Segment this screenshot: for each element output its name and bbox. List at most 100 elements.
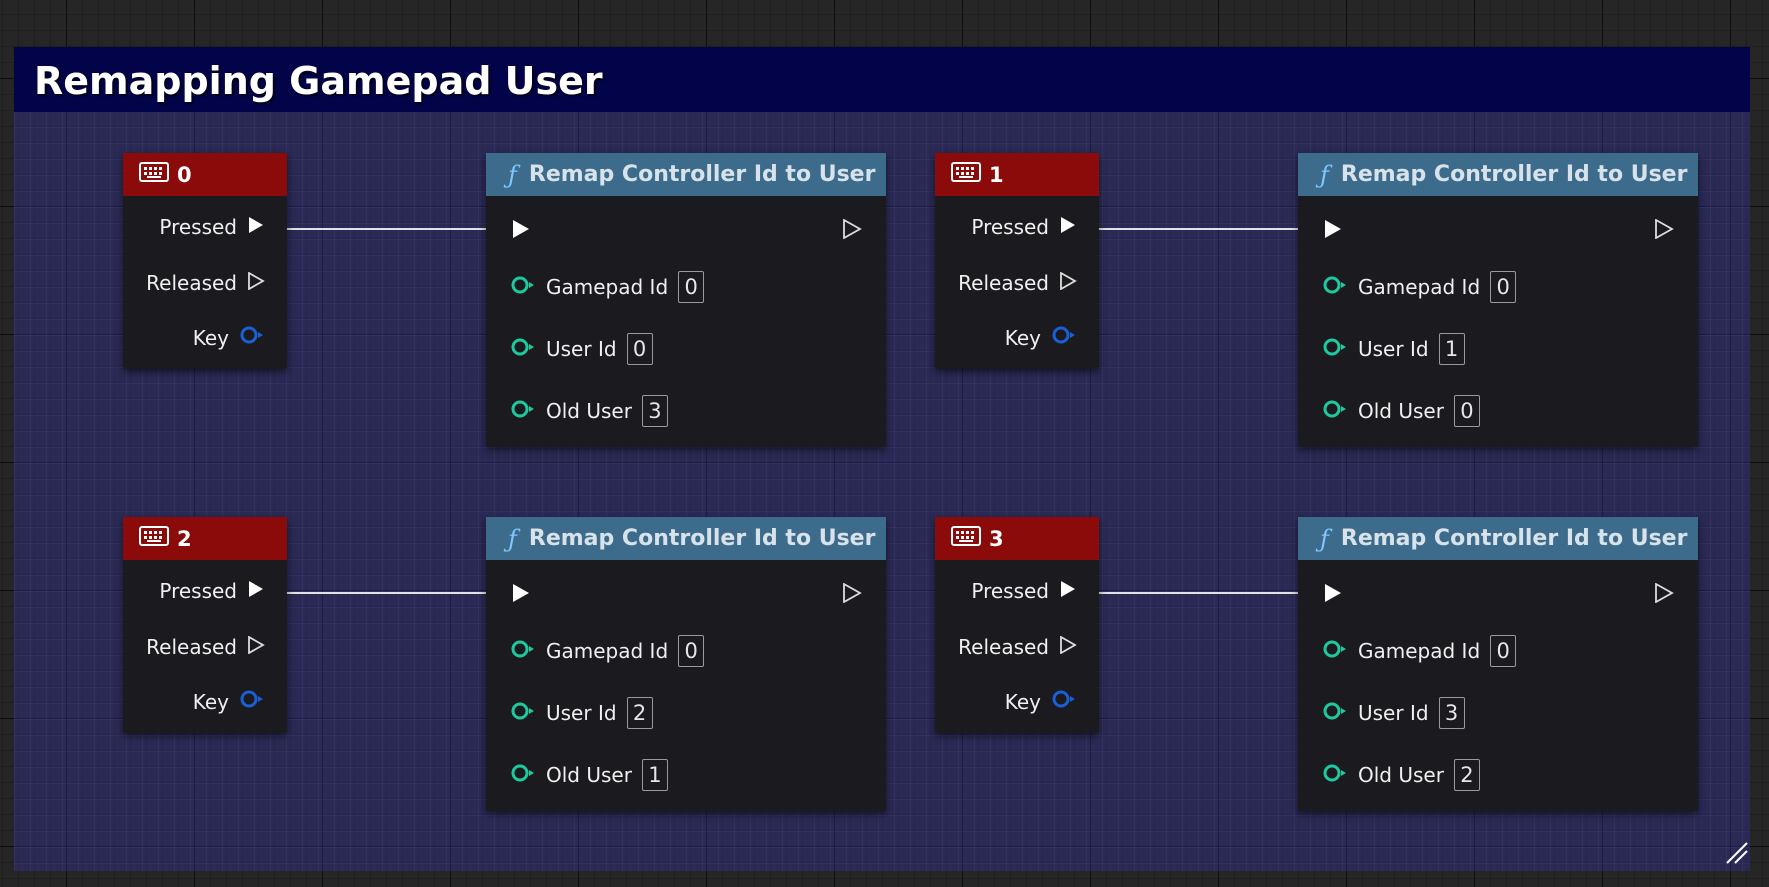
int-input[interactable]: 1 <box>641 759 668 791</box>
released-pin[interactable]: Released <box>958 271 1077 295</box>
pressed-pin[interactable]: Pressed <box>159 579 265 603</box>
int-pin-icon[interactable] <box>1322 701 1348 726</box>
gamepad-id-pin[interactable]: Gamepad Id 0 <box>1322 635 1517 667</box>
released-pin[interactable]: Released <box>146 635 265 659</box>
exec-arrow-icon[interactable] <box>247 215 265 239</box>
function-node-header[interactable]: ƒ Remap Controller Id to User <box>1298 153 1698 196</box>
int-input[interactable]: 0 <box>678 635 705 667</box>
function-node-header[interactable]: ƒ Remap Controller Id to User <box>1298 517 1698 560</box>
int-pin-icon[interactable] <box>510 275 536 300</box>
exec-arrow-icon[interactable] <box>247 271 265 295</box>
key-pin-icon[interactable] <box>239 325 265 350</box>
exec-arrow-icon[interactable] <box>1059 635 1077 659</box>
key-node-title: 3 <box>989 526 1004 551</box>
comment-header[interactable] <box>14 47 1750 112</box>
keyboard-icon <box>951 162 981 187</box>
key-pin[interactable]: Key <box>1005 689 1077 714</box>
int-pin-icon[interactable] <box>510 701 536 726</box>
pin-label: Gamepad Id <box>546 639 669 663</box>
exec-arrow-icon[interactable] <box>1059 579 1077 603</box>
key-event-node[interactable]: 1 Pressed Released Key <box>935 153 1099 369</box>
int-pin-icon[interactable] <box>510 399 536 424</box>
user-id-pin[interactable]: User Id 3 <box>1322 697 1465 729</box>
int-pin-icon[interactable] <box>510 337 536 362</box>
exec-arrow-icon[interactable] <box>1059 215 1077 239</box>
function-node-header[interactable]: ƒ Remap Controller Id to User <box>486 153 886 196</box>
int-input[interactable]: 2 <box>626 697 653 729</box>
exec-out-pin[interactable] <box>842 218 862 243</box>
int-pin-icon[interactable] <box>1322 639 1348 664</box>
old-user-pin[interactable]: Old User 2 <box>1322 759 1480 791</box>
int-input[interactable]: 0 <box>1490 271 1517 303</box>
pressed-pin[interactable]: Pressed <box>971 579 1077 603</box>
int-input[interactable]: 0 <box>678 271 705 303</box>
released-pin[interactable]: Released <box>958 635 1077 659</box>
exec-arrow-icon[interactable] <box>247 579 265 603</box>
key-node-header[interactable]: 0 <box>123 153 287 196</box>
int-pin-icon[interactable] <box>510 639 536 664</box>
key-pin[interactable]: Key <box>193 325 265 350</box>
gamepad-id-pin[interactable]: Gamepad Id 0 <box>510 271 705 303</box>
exec-arrow-icon[interactable] <box>247 635 265 659</box>
gamepad-id-pin[interactable]: Gamepad Id 0 <box>510 635 705 667</box>
pressed-pin[interactable]: Pressed <box>159 215 265 239</box>
int-pin-icon[interactable] <box>510 763 536 788</box>
exec-out-pin[interactable] <box>842 582 862 607</box>
key-pin[interactable]: Key <box>193 689 265 714</box>
function-node[interactable]: ƒ Remap Controller Id to User Gamepad Id… <box>1298 153 1698 447</box>
key-event-node[interactable]: 0 Pressed Released Key <box>123 153 287 369</box>
int-pin-icon[interactable] <box>1322 399 1348 424</box>
int-pin-icon[interactable] <box>1322 275 1348 300</box>
pin-label: Old User <box>546 763 632 787</box>
key-node-header[interactable]: 3 <box>935 517 1099 560</box>
old-user-pin[interactable]: Old User 3 <box>510 395 668 427</box>
key-pin[interactable]: Key <box>1005 325 1077 350</box>
exec-in-pin[interactable] <box>511 219 531 243</box>
key-node-header[interactable]: 2 <box>123 517 287 560</box>
pin-label: Gamepad Id <box>1358 275 1481 299</box>
exec-in-pin[interactable] <box>1323 583 1343 607</box>
int-pin-icon[interactable] <box>1322 763 1348 788</box>
function-node-title: Remap Controller Id to User <box>528 526 876 551</box>
exec-in-pin[interactable] <box>511 583 531 607</box>
exec-arrow-icon[interactable] <box>1059 271 1077 295</box>
int-input[interactable]: 0 <box>1490 635 1517 667</box>
int-input[interactable]: 1 <box>1438 333 1465 365</box>
old-user-pin[interactable]: Old User 1 <box>510 759 668 791</box>
key-pin-icon[interactable] <box>1051 689 1077 714</box>
int-input[interactable]: 3 <box>641 395 668 427</box>
int-input[interactable]: 0 <box>626 333 653 365</box>
exec-out-pin[interactable] <box>1654 218 1674 243</box>
key-node-title: 1 <box>989 162 1004 187</box>
pin-label: Pressed <box>971 215 1049 239</box>
function-node-title: Remap Controller Id to User <box>528 162 876 187</box>
released-pin[interactable]: Released <box>146 271 265 295</box>
function-node[interactable]: ƒ Remap Controller Id to User Gamepad Id… <box>486 517 886 811</box>
function-node-title: Remap Controller Id to User <box>1340 162 1688 187</box>
key-pin-icon[interactable] <box>1051 325 1077 350</box>
key-node-header[interactable]: 1 <box>935 153 1099 196</box>
exec-in-pin[interactable] <box>1323 219 1343 243</box>
gamepad-id-pin[interactable]: Gamepad Id 0 <box>1322 271 1517 303</box>
resize-grip-icon[interactable] <box>1725 841 1749 869</box>
int-input[interactable]: 3 <box>1438 697 1465 729</box>
old-user-pin[interactable]: Old User 0 <box>1322 395 1480 427</box>
key-pin-icon[interactable] <box>239 689 265 714</box>
int-input[interactable]: 2 <box>1453 759 1480 791</box>
function-node[interactable]: ƒ Remap Controller Id to User Gamepad Id… <box>1298 517 1698 811</box>
exec-out-pin[interactable] <box>1654 582 1674 607</box>
pin-label: Gamepad Id <box>546 275 669 299</box>
int-input[interactable]: 0 <box>1453 395 1480 427</box>
keyboard-icon <box>139 526 169 551</box>
user-id-pin[interactable]: User Id 1 <box>1322 333 1465 365</box>
pressed-pin[interactable]: Pressed <box>971 215 1077 239</box>
key-event-node[interactable]: 3 Pressed Released Key <box>935 517 1099 733</box>
function-node-title: Remap Controller Id to User <box>1340 526 1688 551</box>
user-id-pin[interactable]: User Id 0 <box>510 333 653 365</box>
user-id-pin[interactable]: User Id 2 <box>510 697 653 729</box>
function-node-header[interactable]: ƒ Remap Controller Id to User <box>486 517 886 560</box>
key-event-node[interactable]: 2 Pressed Released Key <box>123 517 287 733</box>
int-pin-icon[interactable] <box>1322 337 1348 362</box>
function-node[interactable]: ƒ Remap Controller Id to User Gamepad Id… <box>486 153 886 447</box>
pin-label: Released <box>146 271 237 295</box>
